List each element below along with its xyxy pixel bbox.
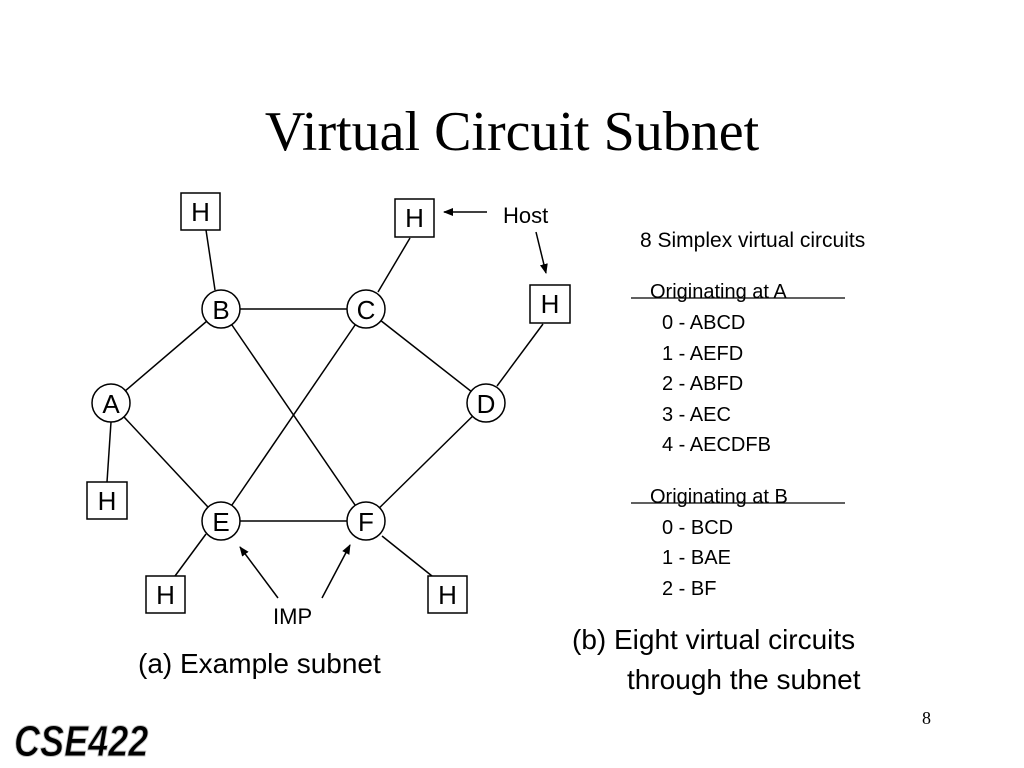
page-number: 8 bbox=[922, 708, 931, 728]
host-e-box bbox=[145, 575, 186, 614]
circuit-entry: 0 - BCD bbox=[662, 517, 734, 539]
host-e: H bbox=[145, 575, 186, 614]
group-a-title: Originating at A bbox=[650, 281, 787, 303]
host-a-label: H bbox=[98, 486, 117, 516]
router-a: A bbox=[91, 383, 131, 423]
host-callout-label: Host bbox=[503, 203, 548, 228]
router-c-label: C bbox=[357, 295, 376, 325]
router-b-node bbox=[201, 289, 241, 329]
slide-title: Virtual Circuit Subnet bbox=[264, 101, 760, 163]
host-b-label: H bbox=[191, 197, 210, 227]
host-a-box bbox=[86, 481, 128, 520]
link-host-f bbox=[381, 535, 433, 577]
host-f: H bbox=[427, 575, 468, 614]
router-f-node bbox=[346, 501, 386, 541]
circuit-entry: 1 - BAE bbox=[662, 547, 731, 569]
host-c: H bbox=[394, 198, 435, 238]
link-host-b bbox=[205, 229, 216, 291]
link-host-d bbox=[496, 323, 544, 387]
host-callout: Host bbox=[443, 203, 548, 274]
link-host-a bbox=[106, 421, 112, 483]
router-e-label: E bbox=[212, 507, 229, 537]
circuit-entry: 4 - AECDFB bbox=[662, 434, 771, 456]
router-c: C bbox=[346, 289, 386, 329]
imp-callout-arrow-e bbox=[239, 546, 279, 599]
host-c-label: H bbox=[405, 203, 424, 233]
caption-b-line2: through the subnet bbox=[627, 664, 861, 695]
router-e-node bbox=[201, 501, 241, 541]
link-host-e bbox=[174, 533, 207, 577]
link-c-d bbox=[365, 308, 487, 404]
router-d-label: D bbox=[477, 389, 496, 419]
host-d: H bbox=[529, 284, 571, 324]
caption-a: (a) Example subnet bbox=[138, 648, 381, 679]
host-b: H bbox=[180, 192, 221, 231]
host-b-box bbox=[180, 192, 221, 231]
link-a-b bbox=[110, 308, 222, 404]
imp-callout-arrow-f bbox=[321, 544, 351, 599]
router-f-label: F bbox=[358, 507, 374, 537]
link-host-c bbox=[377, 237, 411, 293]
cse422-logo: CSE422 bbox=[14, 717, 148, 766]
router-f: F bbox=[346, 501, 386, 541]
link-d-f bbox=[365, 402, 487, 522]
host-f-box bbox=[427, 575, 468, 614]
router-d: D bbox=[466, 383, 506, 423]
host-d-label: H bbox=[541, 289, 560, 319]
circuit-entry: 3 - AEC bbox=[662, 404, 731, 426]
host-links bbox=[106, 229, 544, 577]
circuit-entry: 0 - ABCD bbox=[662, 312, 746, 334]
host-c-box bbox=[394, 198, 435, 238]
imp-callout: IMP bbox=[239, 544, 351, 629]
router-e: E bbox=[201, 501, 241, 541]
router-b-label: B bbox=[212, 295, 229, 325]
router-c-node bbox=[346, 289, 386, 329]
host-f-label: H bbox=[438, 580, 457, 610]
link-a-e bbox=[110, 402, 222, 522]
circuit-entry: 2 - BF bbox=[662, 578, 717, 600]
router-a-node bbox=[91, 383, 131, 423]
group-b-title: Originating at B bbox=[650, 486, 788, 508]
host-e-label: H bbox=[156, 580, 175, 610]
circuit-entry: 1 - AEFD bbox=[662, 343, 744, 365]
router-links bbox=[110, 308, 487, 522]
router-d-node bbox=[466, 383, 506, 423]
host-d-box bbox=[529, 284, 571, 324]
host-a: H bbox=[86, 481, 128, 520]
imp-callout-label: IMP bbox=[273, 604, 312, 629]
circuits-heading: 8 Simplex virtual circuits bbox=[640, 229, 866, 252]
caption-b-line1: (b) Eight virtual circuits bbox=[572, 624, 856, 655]
host-callout-arrow-down bbox=[535, 231, 548, 274]
link-c-e bbox=[220, 308, 367, 522]
router-b: B bbox=[201, 289, 241, 329]
router-a-label: A bbox=[102, 389, 120, 419]
circuit-entry: 2 - ABFD bbox=[662, 373, 744, 395]
